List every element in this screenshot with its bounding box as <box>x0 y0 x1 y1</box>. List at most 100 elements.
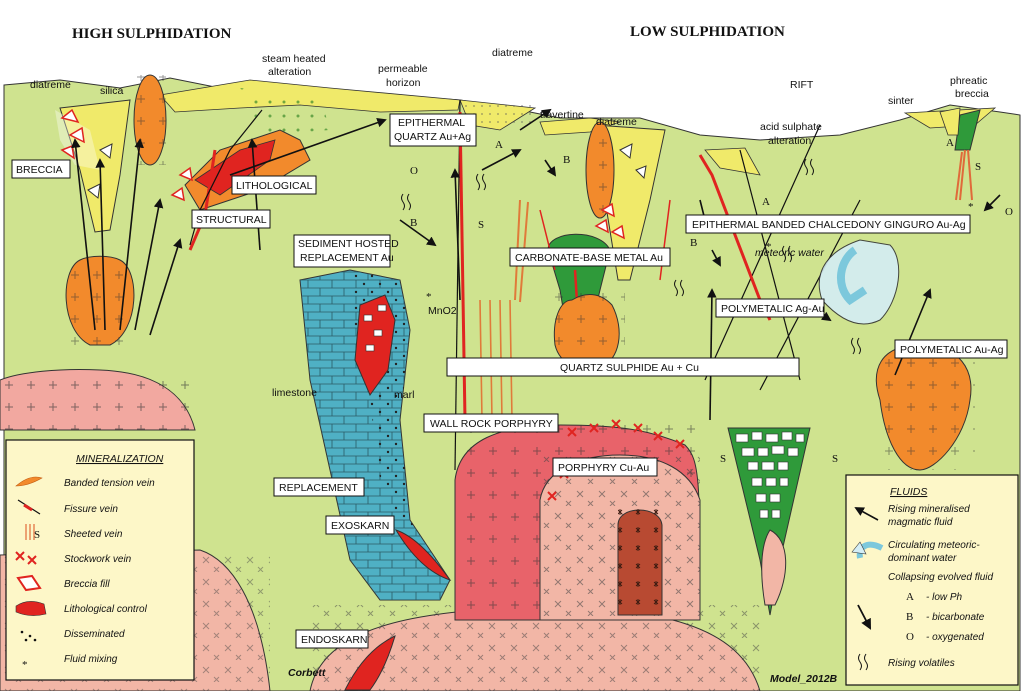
phreatic-breccia-yellow <box>939 107 961 136</box>
label-travertine: travertine <box>540 109 584 121</box>
label-mno2: MnO2 <box>428 305 457 317</box>
porphyry-core-pattern <box>618 505 662 615</box>
legend-item-rising-fluid: Rising mineralised <box>888 504 970 515</box>
svg-text:EXOSKARN: EXOSKARN <box>331 520 389 532</box>
breccia-fill-icon <box>16 574 42 592</box>
symbol-s-pipe-right: S <box>832 453 838 465</box>
fluid-mixing-icon: * <box>22 659 28 671</box>
svg-text:QUARTZ Au+Ag: QUARTZ Au+Ag <box>394 131 471 143</box>
symbol-s-center: S <box>478 219 484 231</box>
box-quartz-sulphide: QUARTZ SULPHIDE Au + Cu <box>446 357 800 377</box>
phreatic-breccia-green <box>954 109 981 151</box>
symbol-star-center: * <box>426 291 432 303</box>
legend-item-stockwork-vein: Stockwork vein <box>64 554 132 565</box>
svg-text:SEDIMENT HOSTED: SEDIMENT HOSTED <box>298 238 399 250</box>
box-breccia: BRECCIA <box>11 159 71 179</box>
svg-text:POLYMETALIC Au-Ag: POLYMETALIC Au-Ag <box>900 344 1004 356</box>
legend-item-fluid-mixing: Fluid mixing <box>64 654 118 665</box>
permeable-horizon-alteration <box>240 88 330 135</box>
symbol-star-rift: * <box>766 241 772 253</box>
stockwork-veins <box>547 419 685 501</box>
svg-text:REPLACEMENT Au: REPLACEMENT Au <box>300 252 394 264</box>
label-breccia-phreatic: breccia <box>955 88 989 100</box>
legend-item-sheeted-vein: Sheeted vein <box>64 529 123 540</box>
symbol-a-center: A <box>495 139 503 151</box>
svg-text:POLYMETALIC Ag-Au: POLYMETALIC Ag-Au <box>721 303 825 315</box>
fluids-legend-title: FLUIDS <box>890 486 927 498</box>
rising-fluid-arrow-icon <box>854 507 879 521</box>
label-diatreme-left: diatreme <box>30 79 71 91</box>
svg-text:LITHOLOGICAL: LITHOLOGICAL <box>236 180 313 192</box>
box-porphyry-cuau: PORPHYRY Cu-Au <box>552 457 658 477</box>
legend-item-bicarbonate: - bicarbonate <box>926 612 985 623</box>
symbol-b-rift: B <box>690 237 697 249</box>
fluids-legend: FLUIDS Rising mineralised magmatic fluid… <box>845 474 1019 686</box>
fluid-arrows <box>71 108 1001 421</box>
box-polymetalic-agau: POLYMETALIC Ag-Au <box>715 298 825 318</box>
endoskarn-orebody <box>344 635 396 691</box>
right-breccia-fragments <box>594 143 647 240</box>
rising-volatiles-marks <box>401 158 861 355</box>
symbol-a-phreatic: A <box>946 137 954 149</box>
label-silica: silica <box>100 85 123 97</box>
collapsing-fluid-arrow-icon <box>857 604 871 630</box>
label-permeable: permeable <box>378 63 428 75</box>
breccia-pipe-intrusion <box>761 529 787 606</box>
legend-item-oxygenated: - oxygenated <box>926 632 984 643</box>
banded-tension-vein-icon <box>15 476 43 487</box>
svg-text:S: S <box>34 529 40 541</box>
left-cupola-pattern <box>70 260 130 345</box>
box-replacement: REPLACEMENT <box>273 477 365 497</box>
label-horizon: horizon <box>386 77 421 89</box>
legend-key-a: A <box>906 591 914 603</box>
mineralization-legend-title: MINERALIZATION <box>76 453 164 465</box>
replacement-breccia-fragments <box>363 304 387 352</box>
legend-key-o: O <box>906 631 914 643</box>
label-sinter: sinter <box>888 95 914 107</box>
box-wall-rock-porphyry: WALL ROCK PORPHYRY <box>423 413 559 433</box>
box-exoskarn: EXOSKARN <box>325 515 395 535</box>
label-diatreme-right: diatreme <box>596 116 637 128</box>
svg-text:BRECCIA: BRECCIA <box>16 164 63 176</box>
fissure-vein-icon <box>17 499 41 515</box>
legend-item-banded-tension-vein: Banded tension vein <box>64 478 155 489</box>
svg-text:EPITHERMAL BANDED CHALCEDONY G: EPITHERMAL BANDED CHALCEDONY GINGURO Au-… <box>692 219 966 231</box>
meteoric-water-circulation <box>818 239 900 325</box>
label-limestone: limestone <box>272 387 317 399</box>
legend-item-low-ph: - low Ph <box>926 592 963 603</box>
label-acid-sulphate: acid sulphate <box>760 121 822 133</box>
box-sediment-hosted: SEDIMENT HOSTED REPLACEMENT Au <box>293 234 399 268</box>
symbol-o-right: O <box>1005 206 1013 218</box>
disseminated-icon <box>20 630 37 642</box>
box-lithological: LITHOLOGICAL <box>231 175 317 195</box>
left-intrusion-pattern <box>0 370 195 430</box>
meteoric-water-arrow <box>836 246 868 306</box>
label-rift: RIFT <box>790 79 814 91</box>
central-fault <box>454 99 461 471</box>
lithological-control-icon <box>15 601 47 616</box>
legend-item-rising-volatiles: Rising volatiles <box>888 658 955 669</box>
legend-item-fissure-vein: Fissure vein <box>64 504 118 515</box>
svg-text:CARBONATE-BASE METAL Au: CARBONATE-BASE METAL Au <box>515 252 663 264</box>
label-model: Model_2012B <box>770 673 838 685</box>
legend-item-disseminated: Disseminated <box>64 629 125 640</box>
svg-text:ENDOSKARN: ENDOSKARN <box>301 634 368 646</box>
stockwork-vein-icon <box>15 551 37 565</box>
box-epithermal-banded: EPITHERMAL BANDED CHALCEDONY GINGURO Au-… <box>685 214 971 234</box>
label-marl: marl <box>394 389 414 401</box>
symbol-b-center: B <box>410 217 417 229</box>
box-endoskarn: ENDOSKARN <box>295 629 369 649</box>
legend-key-b: B <box>906 611 913 623</box>
symbol-a-right: A <box>762 196 770 208</box>
svg-text:WALL ROCK PORPHYRY: WALL ROCK PORPHYRY <box>430 418 553 430</box>
symbol-star-phreatic: * <box>968 201 974 213</box>
exoskarn-orebody <box>394 529 452 581</box>
legend-item-collapsing-fluid: Collapsing evolved fluid <box>888 572 994 583</box>
right-intrusion-pattern <box>875 345 975 470</box>
symbol-o-center: O <box>410 165 418 177</box>
right-pipe-pattern <box>586 122 614 218</box>
label-diatreme-top: diatreme <box>492 47 533 59</box>
sheeted-vein-icon <box>25 524 35 540</box>
